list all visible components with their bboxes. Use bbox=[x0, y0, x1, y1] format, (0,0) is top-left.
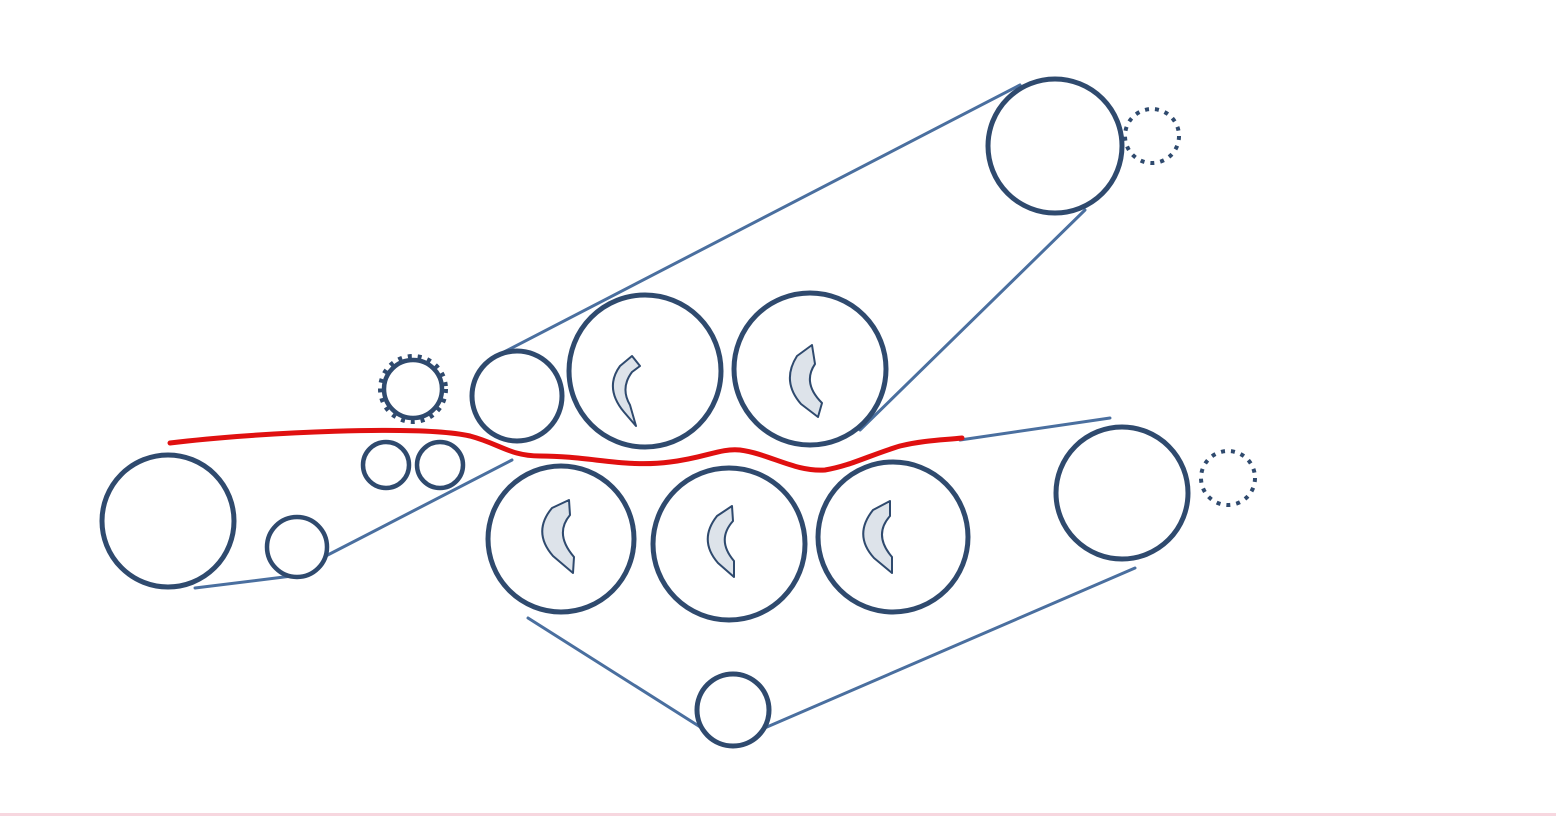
gear-icon bbox=[378, 354, 448, 424]
idle-roller-right bbox=[1199, 449, 1257, 507]
belts bbox=[193, 83, 1137, 732]
bottom-belt-left-run bbox=[526, 616, 707, 732]
top-belt-lower-run bbox=[858, 208, 1087, 432]
curved-arrow-icon bbox=[862, 500, 893, 574]
guide-roller-top-left bbox=[469, 348, 565, 444]
idle-roller-top-right bbox=[1123, 107, 1181, 165]
curved-arrow-icon bbox=[541, 499, 575, 574]
bottom-belt-upper-run bbox=[958, 416, 1112, 442]
curved-arrow-icon bbox=[612, 355, 641, 427]
top-belt-upper-run bbox=[500, 83, 1022, 355]
feed-idler-roller bbox=[264, 514, 330, 580]
lower-roller-3 bbox=[815, 459, 971, 615]
bottom-rule bbox=[0, 813, 1556, 816]
curved-arrow-icon bbox=[706, 505, 735, 578]
nip-roller-right bbox=[414, 439, 466, 491]
drive-roller-right bbox=[1053, 424, 1191, 562]
feed-belt-lower-run bbox=[193, 574, 294, 590]
material-web-path bbox=[167, 427, 965, 473]
curved-arrow-icon bbox=[789, 344, 823, 418]
nip-roller-left bbox=[360, 439, 412, 491]
tension-roller-top-right bbox=[985, 76, 1125, 216]
direction-arrows bbox=[541, 344, 893, 578]
bottom-belt-lower-run bbox=[758, 566, 1137, 732]
lower-roller-2 bbox=[650, 465, 808, 623]
tension-roller-bottom bbox=[694, 671, 772, 749]
feed-roller-large bbox=[99, 452, 237, 590]
upper-roller-1 bbox=[566, 292, 724, 450]
feed-belt-upper-run bbox=[316, 458, 514, 562]
